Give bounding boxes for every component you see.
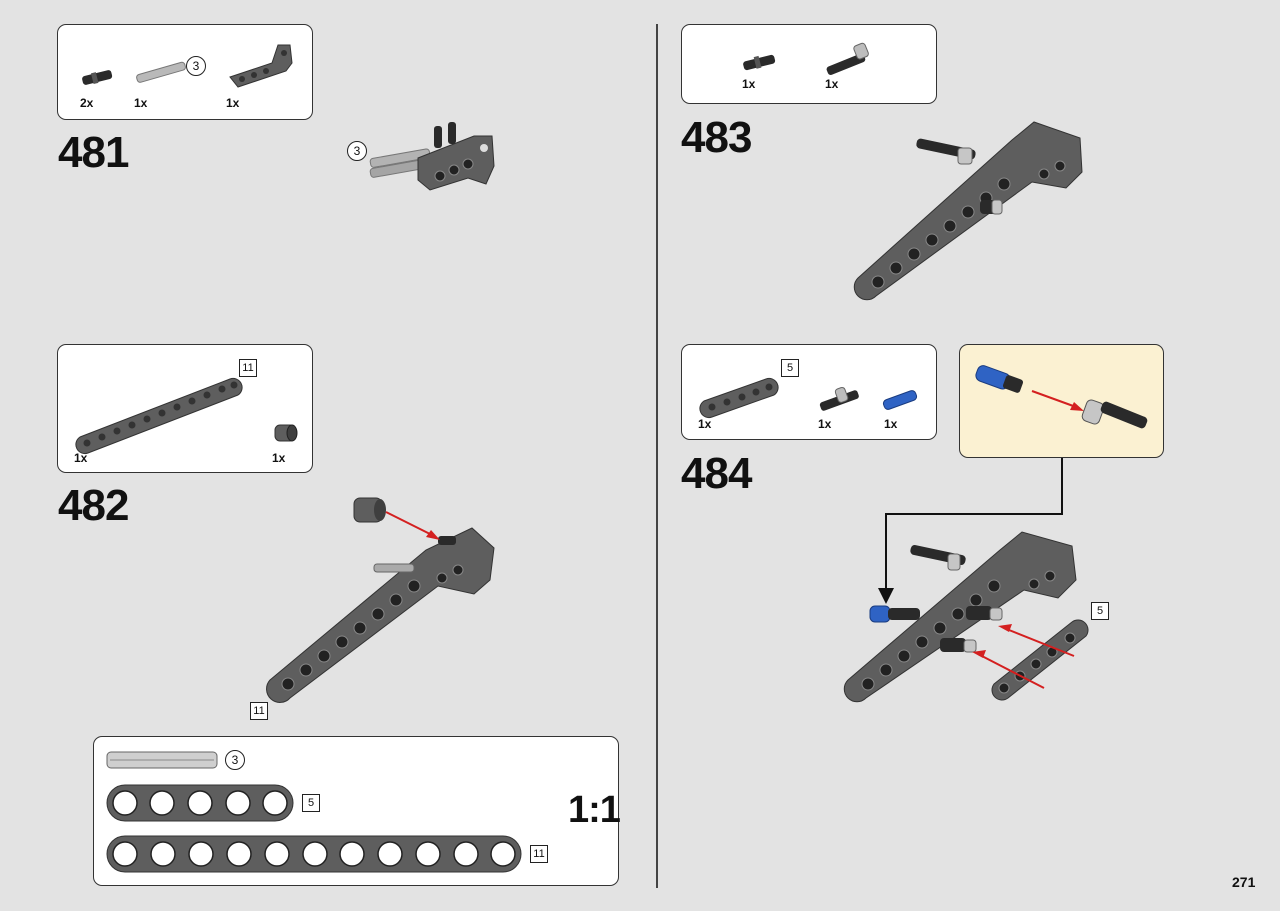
qty-label: 1x bbox=[884, 417, 898, 431]
qty-label: 1x bbox=[134, 96, 148, 110]
parts-list-483: 1x 1x bbox=[681, 24, 937, 104]
parts-list-484: 5 1x 1x 1x bbox=[681, 344, 937, 440]
ruler-length-5: 5 bbox=[302, 794, 320, 812]
length-box-5: 5 bbox=[781, 359, 799, 377]
page-divider bbox=[656, 24, 658, 888]
axle-pin-black-icon bbox=[743, 54, 776, 71]
qty-label: 1x bbox=[818, 417, 832, 431]
assembly-482-illustration bbox=[266, 497, 495, 703]
bush-icon bbox=[274, 424, 298, 442]
length-box-11: 11 bbox=[239, 359, 257, 377]
step-number-482: 482 bbox=[58, 481, 129, 530]
qty-label: 1x bbox=[742, 77, 756, 91]
beam-11-ruler-icon bbox=[106, 835, 522, 873]
pin-long-with-stop-bush-icon bbox=[819, 386, 859, 411]
pin-long-with-stop-bush-icon bbox=[826, 42, 869, 76]
sub-assembly-callout bbox=[959, 344, 1164, 458]
model-callout-3: 3 bbox=[347, 141, 367, 161]
step-number-483: 483 bbox=[681, 113, 752, 162]
assembly-483-illustration bbox=[853, 121, 1083, 301]
length-callout-3: 3 bbox=[186, 56, 206, 76]
step-number-481: 481 bbox=[58, 128, 129, 177]
qty-label: 1x bbox=[698, 417, 712, 431]
ruler-length-3: 3 bbox=[225, 750, 245, 770]
model-callout-5: 5 bbox=[1091, 602, 1109, 620]
beam-5-ruler-icon bbox=[106, 784, 294, 822]
pin-assembly-illustration bbox=[975, 365, 1148, 429]
beam-5-icon bbox=[699, 377, 779, 419]
qty-label: 1x bbox=[74, 451, 88, 465]
qty-label: 2x bbox=[80, 96, 94, 110]
axle-pin-black-icon bbox=[82, 70, 113, 85]
size-ruler-panel: 3 5 11 1:1 bbox=[93, 736, 621, 886]
parts-list-481: 3 2x 1x 1x bbox=[57, 24, 313, 120]
qty-label: 1x bbox=[226, 96, 240, 110]
qty-label: 1x bbox=[272, 451, 286, 465]
beam-11-icon bbox=[75, 377, 243, 455]
scale-label: 1:1 bbox=[568, 789, 621, 831]
ruler-length-11: 11 bbox=[530, 845, 548, 863]
assembly-481-illustration bbox=[369, 122, 495, 191]
step-number-484: 484 bbox=[681, 449, 752, 498]
liftarm-L-icon bbox=[229, 44, 293, 88]
parts-list-482: 11 1x 1x bbox=[57, 344, 313, 473]
model-callout-11: 11 bbox=[250, 702, 268, 720]
assembly-484-illustration bbox=[843, 531, 1089, 703]
axle-3-grey-icon bbox=[136, 61, 186, 83]
axle-pin-blue-icon bbox=[882, 390, 918, 410]
page-number: 271 bbox=[1232, 874, 1256, 890]
qty-label: 1x bbox=[825, 77, 839, 91]
axle-3-ruler-icon bbox=[106, 751, 218, 769]
